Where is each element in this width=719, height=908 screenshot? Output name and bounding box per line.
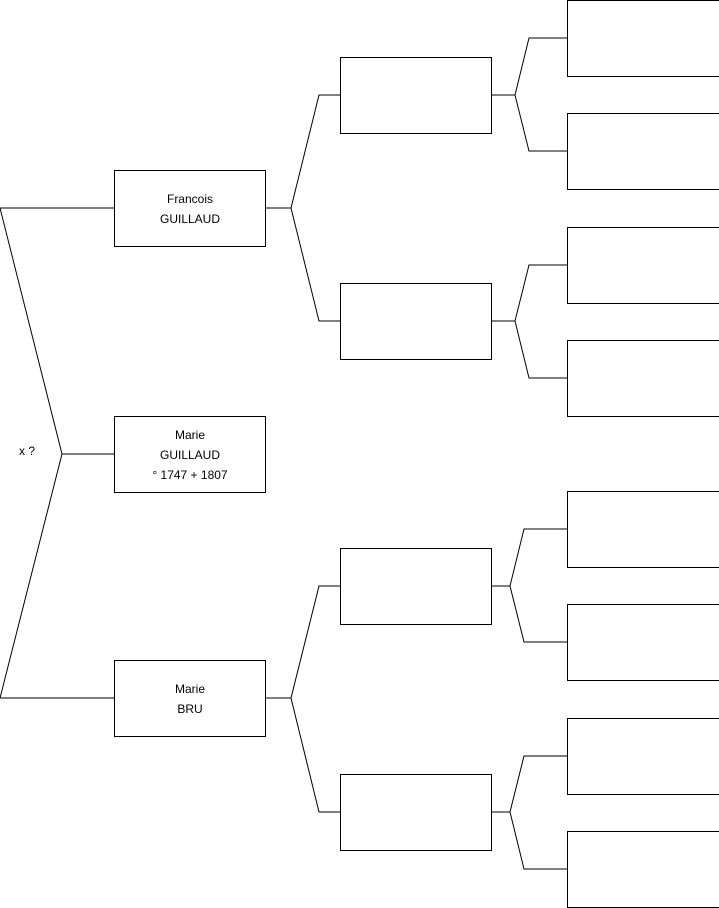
person-box-mother[interactable]: Marie BRU bbox=[114, 660, 266, 737]
person-box-great-grandparent-3[interactable] bbox=[567, 227, 719, 304]
connector-line bbox=[0, 207, 114, 699]
connector-line bbox=[491, 528, 567, 643]
connector-line bbox=[265, 94, 341, 322]
person-box-paternal-grandmother[interactable] bbox=[340, 283, 492, 360]
first-name: Marie bbox=[174, 427, 205, 442]
person-box-great-grandparent-4[interactable] bbox=[567, 340, 719, 417]
person-box-great-grandparent-7[interactable] bbox=[567, 718, 719, 795]
life-dates: ° 1747 + 1807 bbox=[152, 467, 228, 482]
person-box-maternal-grandfather[interactable] bbox=[340, 548, 492, 625]
person-box-great-grandparent-1[interactable] bbox=[567, 0, 719, 77]
connector-line bbox=[491, 264, 567, 379]
surname: BRU bbox=[177, 701, 203, 716]
person-box-great-grandparent-8[interactable] bbox=[567, 831, 719, 908]
person-box-father[interactable]: Francois GUILLAUD bbox=[114, 170, 266, 247]
first-name: Marie bbox=[174, 681, 205, 696]
person-box-maternal-grandmother[interactable] bbox=[340, 774, 492, 851]
surname: GUILLAUD bbox=[159, 211, 221, 226]
connector-line bbox=[491, 755, 567, 870]
person-box-paternal-grandfather[interactable] bbox=[340, 57, 492, 134]
connector-line bbox=[491, 37, 567, 152]
person-box-subject[interactable]: Marie GUILLAUD ° 1747 + 1807 bbox=[114, 416, 266, 493]
person-box-great-grandparent-6[interactable] bbox=[567, 604, 719, 681]
connector-line bbox=[265, 585, 341, 813]
marriage-label: x ? bbox=[19, 444, 36, 458]
person-box-great-grandparent-2[interactable] bbox=[567, 113, 719, 190]
surname: GUILLAUD bbox=[159, 447, 221, 462]
person-box-great-grandparent-5[interactable] bbox=[567, 491, 719, 568]
first-name: Francois bbox=[166, 191, 213, 206]
